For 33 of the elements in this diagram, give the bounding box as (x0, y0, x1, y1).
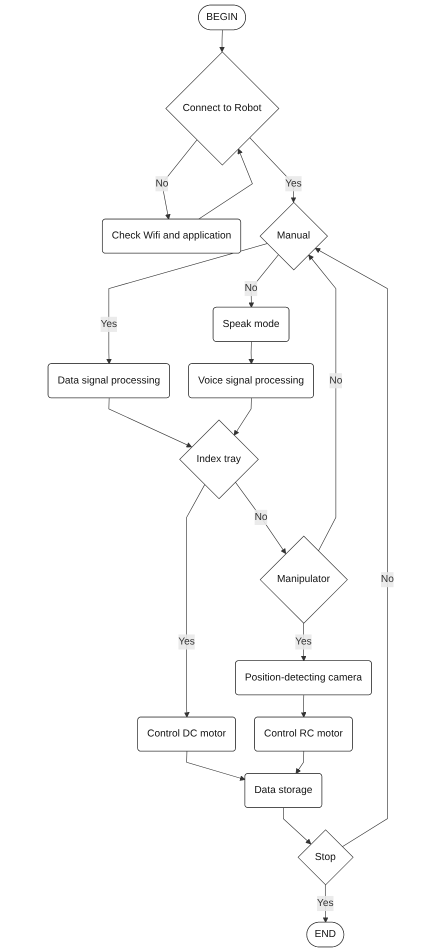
node-diamond: Manual (259, 202, 328, 270)
edge-label: No (380, 574, 394, 585)
arrow (282, 808, 311, 844)
arrow (322, 884, 328, 923)
arrow (186, 751, 245, 781)
edge-label: No (328, 375, 342, 386)
node-diamond: Connect to Robot (164, 52, 279, 166)
arrow (248, 137, 296, 203)
arrow (197, 148, 252, 220)
node-diamond: Index tray (178, 420, 258, 500)
arrow (184, 484, 205, 718)
arrow (233, 398, 252, 436)
edge-label: No (154, 178, 168, 189)
arrow (161, 140, 197, 220)
edge-label: Yes (316, 898, 334, 909)
edge-label: Yes (100, 318, 117, 330)
arrow (314, 248, 388, 848)
arrow (308, 254, 336, 552)
arrow (300, 694, 306, 718)
edge-label: No (254, 512, 268, 522)
edge-label: Yes (178, 636, 194, 648)
arrow (106, 243, 268, 364)
arrow (108, 398, 192, 448)
edge-label: No (244, 282, 258, 294)
arrow (248, 341, 254, 364)
arrow (295, 751, 304, 774)
arrow (248, 254, 278, 308)
node-diamond: Manipulator (259, 536, 348, 624)
arrow (234, 482, 286, 554)
edge-label: Yes (284, 178, 302, 189)
arrow (218, 30, 224, 52)
node-diamond: Stop (297, 829, 354, 886)
edge-label: Yes (294, 636, 312, 648)
